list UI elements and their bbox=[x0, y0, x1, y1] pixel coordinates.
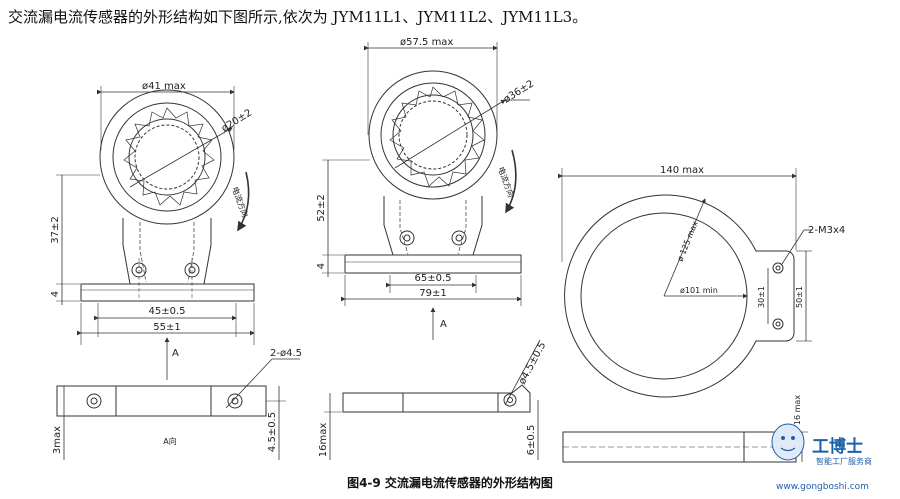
sensor-drawings: ø41 max ø20±2 37±2 4 45±0.5 55±1 A 2-ø4.… bbox=[50, 37, 872, 466]
watermark-name: 工博士 bbox=[812, 436, 863, 457]
s1-w-inner: 45±0.5 bbox=[148, 306, 185, 317]
s2-hole-h: 6±0.5 bbox=[526, 425, 537, 456]
s3-holes: 2-M3x4 bbox=[808, 225, 845, 236]
s1-holes: 2-ø4.5 bbox=[270, 348, 302, 359]
s1-view-label: A向 bbox=[163, 436, 176, 446]
s2-base: 4 bbox=[316, 263, 327, 269]
s1-base: 4 bbox=[50, 291, 61, 297]
s1-d-outer: ø41 max bbox=[142, 81, 186, 92]
s2-d-outer: ø57.5 max bbox=[400, 37, 453, 48]
s1-w-outer: 55±1 bbox=[153, 322, 180, 333]
sensor-2-drawing bbox=[322, 42, 541, 460]
sensor-1-drawing bbox=[56, 86, 300, 460]
intro-text: 交流漏电流传感器的外形结构如下图所示,依次为 JYM11L1、JYM11L2、J… bbox=[8, 8, 588, 26]
s2-bottom-thk: 16max bbox=[318, 423, 329, 458]
s2-view-arrow: A bbox=[440, 319, 447, 330]
s3-gap: 30±1 bbox=[757, 286, 766, 308]
s1-height: 37±2 bbox=[50, 216, 61, 243]
s3-d-inner: ø101 min bbox=[680, 286, 718, 295]
s2-w-inner: 65±0.5 bbox=[414, 273, 451, 284]
s3-width: 140 max bbox=[660, 165, 704, 176]
s2-w-outer: 79±1 bbox=[419, 288, 446, 299]
watermark-tagline: 智能工厂服务商 bbox=[816, 456, 872, 466]
s1-view-arrow: A bbox=[172, 348, 179, 359]
s2-height: 52±2 bbox=[316, 194, 327, 221]
watermark-url: www.gongboshi.com bbox=[776, 482, 869, 492]
s3-thickness: 16 max bbox=[793, 395, 802, 425]
s3-tab-h: 50±1 bbox=[795, 286, 804, 308]
figure-caption: 图4-9 交流漏电流传感器的外形结构图 bbox=[347, 476, 553, 490]
watermark-logo bbox=[771, 423, 805, 461]
s1-bottom-thk: 3max bbox=[52, 426, 63, 454]
s1-hole-h: 4.5±0.5 bbox=[267, 412, 278, 452]
